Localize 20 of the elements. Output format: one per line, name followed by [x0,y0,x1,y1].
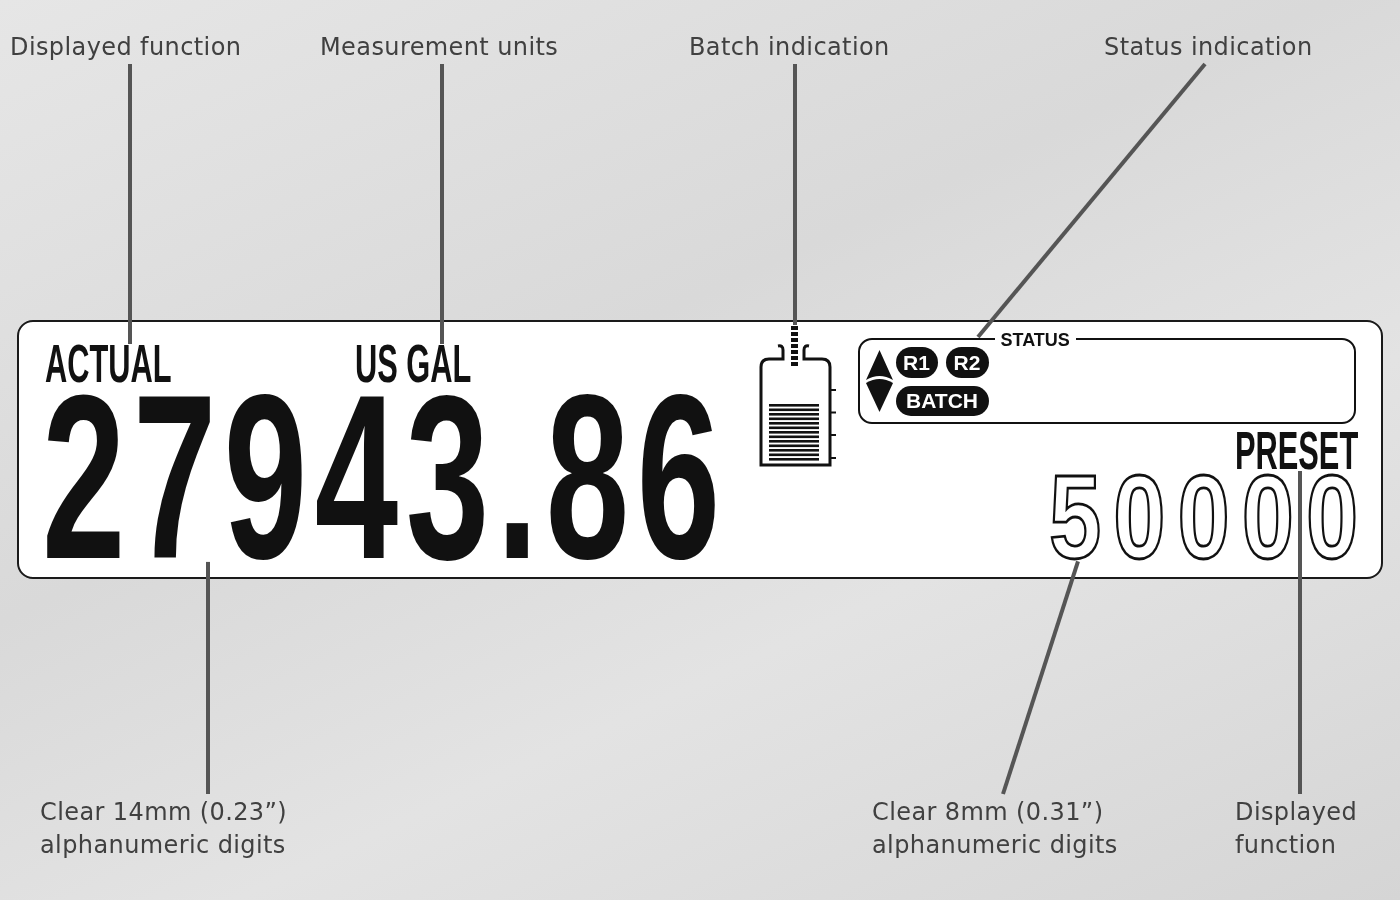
callout-label: Displayed function [1235,796,1375,862]
digit-readout: 27943.86 [42,392,728,561]
leader-line [1001,560,1080,795]
indicator-badge: R2 [945,346,989,378]
leader-line [440,64,444,344]
indicator-badge: BATCH [895,385,989,416]
unit-label: US GAL [355,345,472,383]
leader-line [793,64,797,325]
callout-label: Displayed function [10,33,242,62]
indicator-badge: R1 [895,346,938,378]
function-label: ACTUAL [45,345,172,383]
callout-label: Batch indication [689,33,890,62]
lcd-display-panel [17,320,1383,579]
tank-level-icon [758,326,838,466]
callout-label: Status indication [1104,33,1313,62]
leader-line [206,561,210,794]
callout-label: Measurement units [320,33,559,62]
callout-label: Clear 8mm (0.31”) alphanumeric digits [872,796,1162,862]
callout-label: Clear 14mm (0.23”) alphanumeric digits [40,796,330,862]
leader-line [128,64,132,344]
